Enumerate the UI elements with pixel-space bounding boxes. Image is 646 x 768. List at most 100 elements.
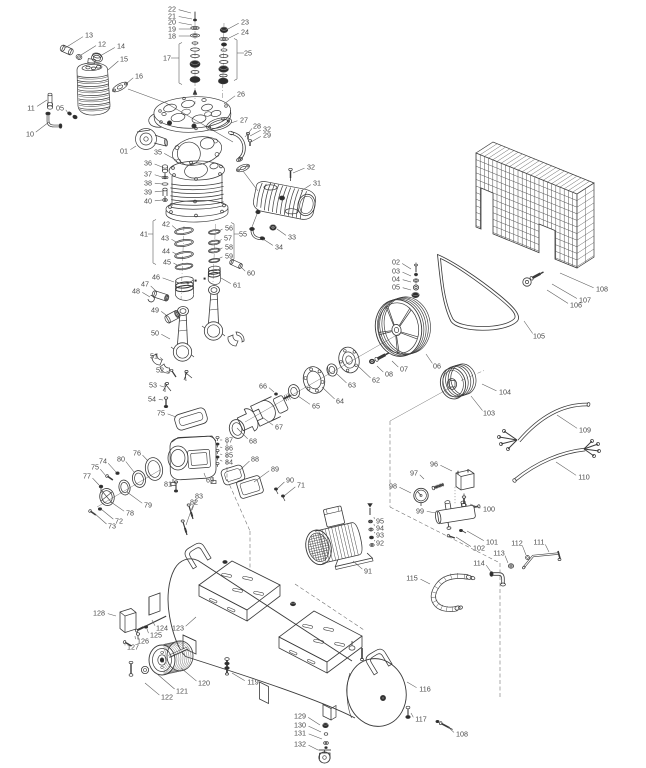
svg-text:49: 49 bbox=[151, 306, 159, 315]
svg-text:68: 68 bbox=[249, 437, 257, 446]
svg-text:71: 71 bbox=[297, 481, 305, 490]
svg-text:104: 104 bbox=[499, 388, 511, 397]
svg-text:06: 06 bbox=[433, 362, 441, 371]
svg-text:03: 03 bbox=[392, 267, 400, 276]
svg-text:86: 86 bbox=[225, 444, 233, 453]
svg-text:21: 21 bbox=[168, 12, 176, 21]
svg-text:08: 08 bbox=[385, 370, 393, 379]
svg-text:131: 131 bbox=[294, 729, 306, 738]
svg-text:31: 31 bbox=[313, 179, 321, 188]
svg-text:56: 56 bbox=[225, 224, 233, 233]
svg-text:25: 25 bbox=[244, 49, 252, 58]
svg-text:123: 123 bbox=[172, 624, 184, 633]
svg-text:59: 59 bbox=[225, 252, 233, 261]
svg-text:18: 18 bbox=[168, 32, 176, 41]
svg-text:122: 122 bbox=[161, 693, 173, 702]
svg-text:46: 46 bbox=[152, 273, 160, 282]
svg-text:55: 55 bbox=[239, 230, 247, 239]
svg-text:92: 92 bbox=[376, 539, 384, 548]
svg-text:105: 105 bbox=[533, 332, 545, 341]
svg-text:27: 27 bbox=[240, 116, 248, 125]
svg-text:72: 72 bbox=[115, 517, 123, 526]
svg-text:38: 38 bbox=[144, 179, 152, 188]
svg-text:101: 101 bbox=[486, 538, 498, 547]
svg-text:45: 45 bbox=[163, 258, 171, 267]
svg-text:102: 102 bbox=[473, 544, 485, 553]
svg-text:113: 113 bbox=[493, 549, 504, 558]
svg-text:33: 33 bbox=[288, 233, 296, 242]
svg-text:16: 16 bbox=[135, 72, 143, 81]
svg-text:106: 106 bbox=[570, 301, 582, 310]
svg-text:129: 129 bbox=[294, 712, 306, 721]
svg-text:130: 130 bbox=[294, 721, 306, 730]
svg-text:87: 87 bbox=[225, 436, 233, 445]
svg-text:41: 41 bbox=[140, 230, 148, 239]
svg-text:53: 53 bbox=[149, 381, 157, 390]
svg-text:103: 103 bbox=[483, 409, 495, 418]
svg-text:100: 100 bbox=[483, 505, 495, 514]
svg-text:108: 108 bbox=[596, 285, 608, 294]
svg-text:23: 23 bbox=[241, 18, 249, 27]
svg-text:07: 07 bbox=[400, 365, 408, 374]
svg-text:117: 117 bbox=[415, 715, 426, 724]
svg-text:89: 89 bbox=[271, 465, 279, 474]
svg-text:43: 43 bbox=[161, 234, 169, 243]
svg-text:97: 97 bbox=[410, 469, 418, 478]
svg-text:69: 69 bbox=[206, 476, 214, 485]
svg-text:74: 74 bbox=[99, 457, 107, 466]
svg-text:32: 32 bbox=[307, 163, 315, 172]
svg-text:112: 112 bbox=[511, 539, 522, 548]
svg-text:73: 73 bbox=[108, 522, 116, 531]
svg-text:47: 47 bbox=[141, 280, 149, 289]
svg-text:52: 52 bbox=[156, 366, 164, 375]
svg-text:95: 95 bbox=[376, 517, 384, 526]
svg-text:93: 93 bbox=[376, 531, 384, 540]
svg-text:126: 126 bbox=[137, 637, 149, 646]
svg-text:111: 111 bbox=[534, 538, 545, 547]
svg-text:13: 13 bbox=[85, 31, 93, 40]
svg-text:127: 127 bbox=[127, 643, 139, 652]
svg-text:04: 04 bbox=[392, 275, 400, 284]
svg-text:75: 75 bbox=[157, 409, 165, 418]
svg-text:58: 58 bbox=[225, 243, 233, 252]
svg-text:67: 67 bbox=[275, 423, 283, 432]
svg-text:54: 54 bbox=[148, 395, 156, 404]
svg-text:124: 124 bbox=[156, 624, 168, 633]
svg-text:12: 12 bbox=[98, 40, 106, 49]
svg-text:10: 10 bbox=[26, 130, 34, 139]
svg-text:36: 36 bbox=[144, 159, 152, 168]
svg-text:96: 96 bbox=[430, 460, 438, 469]
svg-text:81: 81 bbox=[164, 480, 172, 489]
svg-text:85: 85 bbox=[225, 451, 233, 460]
svg-text:99: 99 bbox=[416, 507, 424, 516]
svg-text:01: 01 bbox=[120, 147, 128, 156]
svg-text:24: 24 bbox=[241, 28, 249, 37]
svg-text:48: 48 bbox=[132, 287, 140, 296]
svg-text:05: 05 bbox=[56, 104, 64, 113]
svg-text:57: 57 bbox=[224, 234, 232, 243]
svg-text:82: 82 bbox=[190, 498, 198, 507]
svg-text:05: 05 bbox=[392, 283, 400, 292]
svg-text:62: 62 bbox=[372, 376, 380, 385]
svg-text:84: 84 bbox=[225, 458, 233, 467]
svg-text:75: 75 bbox=[91, 463, 99, 472]
svg-text:79: 79 bbox=[144, 501, 152, 510]
svg-text:88: 88 bbox=[251, 455, 259, 464]
svg-text:28: 28 bbox=[253, 122, 261, 131]
svg-text:120: 120 bbox=[198, 679, 210, 688]
svg-text:119: 119 bbox=[247, 678, 258, 687]
svg-text:29: 29 bbox=[263, 131, 271, 140]
svg-text:37: 37 bbox=[144, 170, 152, 179]
svg-text:20: 20 bbox=[168, 18, 176, 27]
svg-text:114: 114 bbox=[473, 559, 484, 568]
svg-text:128: 128 bbox=[93, 609, 105, 618]
svg-text:76: 76 bbox=[133, 449, 141, 458]
svg-text:39: 39 bbox=[144, 188, 152, 197]
svg-text:109: 109 bbox=[579, 426, 591, 435]
svg-text:80: 80 bbox=[117, 455, 125, 464]
svg-text:116: 116 bbox=[419, 685, 430, 694]
svg-text:64: 64 bbox=[336, 397, 344, 406]
svg-text:91: 91 bbox=[364, 567, 372, 576]
svg-text:107: 107 bbox=[579, 296, 591, 305]
svg-text:132: 132 bbox=[294, 740, 306, 749]
